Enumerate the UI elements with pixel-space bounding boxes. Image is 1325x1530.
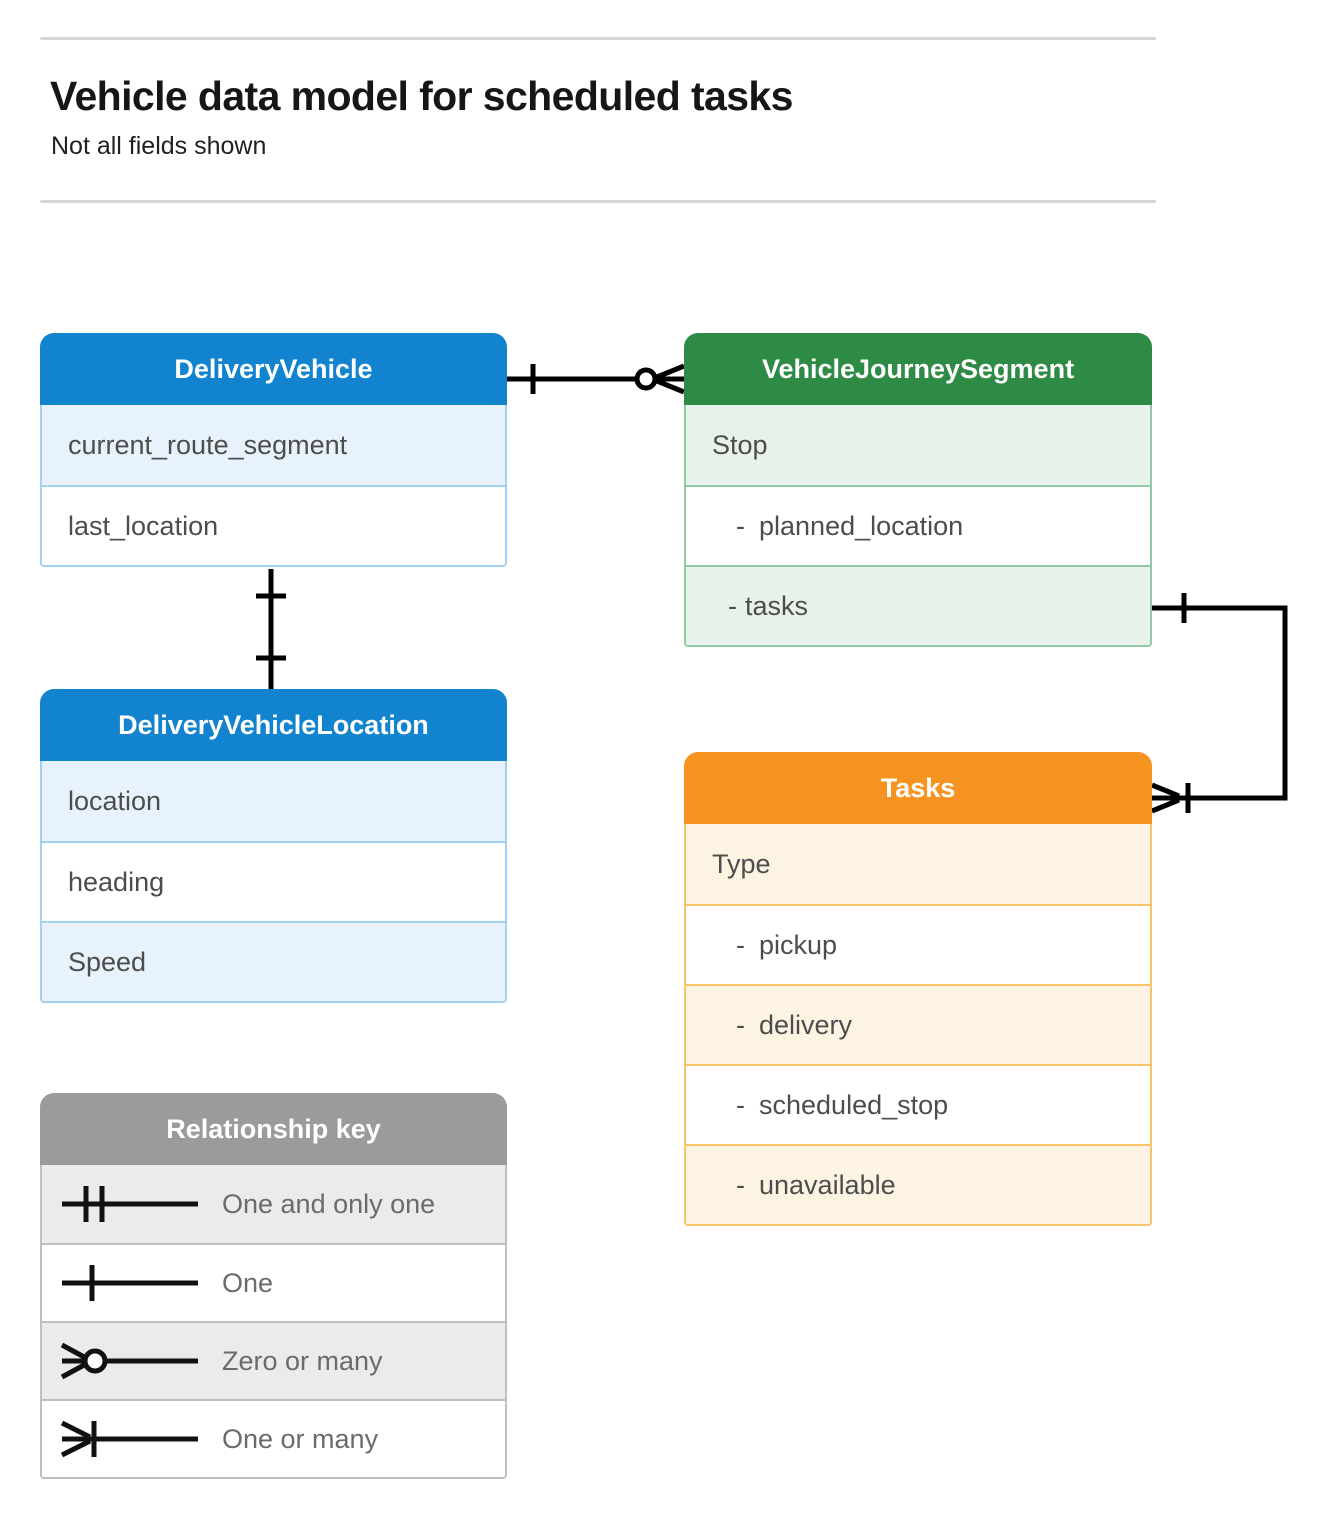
entity-field-row: Type <box>686 824 1150 904</box>
entity-field-label: heading <box>68 866 165 897</box>
legend-item-one-and-only-one: One and only one <box>42 1165 505 1243</box>
entity-field-row: heading <box>42 841 505 921</box>
relationship-key-legend: Relationship key One and only one <box>40 1093 507 1479</box>
entity-field-row: - planned_location <box>686 485 1150 565</box>
entity-field-row: - unavailable <box>686 1144 1150 1224</box>
entity-field-label: planned_location <box>759 510 964 541</box>
entity-field-label: Type <box>712 848 771 879</box>
bullet-dash: - <box>728 590 737 621</box>
entity-field-row: current_route_segment <box>42 405 505 485</box>
bullet-dash: - <box>736 510 745 541</box>
one-icon <box>62 1265 198 1301</box>
legend-item-label: One <box>222 1267 274 1298</box>
entity-title: DeliveryVehicleLocation <box>40 689 507 761</box>
connector-journeysegment-tasks <box>1152 605 1288 801</box>
entity-delivery-vehicle-location[interactable]: DeliveryVehicleLocation location heading… <box>40 689 507 1003</box>
entity-field-label: Speed <box>68 946 147 977</box>
entity-field-label: delivery <box>759 1009 853 1040</box>
page-title: Vehicle data model for scheduled tasks <box>50 73 793 119</box>
legend-item-label: One and only one <box>222 1188 436 1219</box>
one-and-only-one-icon <box>62 1186 198 1222</box>
entity-field-row: - scheduled_stop <box>686 1064 1150 1144</box>
entity-field-row: - delivery <box>686 984 1150 1064</box>
entity-field-label: unavailable <box>759 1169 896 1200</box>
entity-field-label: pickup <box>759 929 838 960</box>
entity-field-row: - tasks <box>686 565 1150 645</box>
entity-field-label: Stop <box>712 429 768 460</box>
bullet-dash: - <box>736 929 745 960</box>
zero-or-many-icon <box>60 1342 198 1380</box>
page-subtitle: Not all fields shown <box>51 132 267 160</box>
entity-tasks[interactable]: Tasks Type - pickup - delivery - schedul… <box>684 752 1152 1226</box>
entity-field-row: last_location <box>42 485 505 565</box>
entity-title: DeliveryVehicle <box>40 333 507 405</box>
legend-item-label: Zero or many <box>222 1345 383 1376</box>
entity-delivery-vehicle[interactable]: DeliveryVehicle current_route_segment la… <box>40 333 507 567</box>
marker-zero-circle <box>634 367 658 391</box>
legend-item-zero-or-many: Zero or many <box>42 1321 505 1399</box>
entity-vehicle-journey-segment[interactable]: VehicleJourneySegment Stop - planned_loc… <box>684 333 1152 647</box>
legend-item-one-or-many: One or many <box>42 1399 505 1477</box>
entity-field-label: last_location <box>68 510 219 541</box>
entity-field-row: Stop <box>686 405 1150 485</box>
entity-field-label: location <box>68 785 162 816</box>
legend-item-label: One or many <box>222 1423 379 1454</box>
entity-field-row: - pickup <box>686 904 1150 984</box>
legend-title: Relationship key <box>40 1093 507 1165</box>
entity-field-label: tasks <box>745 590 809 621</box>
header-divider-bottom <box>40 200 1156 203</box>
bullet-dash: - <box>736 1089 745 1120</box>
one-or-many-icon <box>60 1420 198 1458</box>
entity-field-label: current_route_segment <box>68 429 348 460</box>
entity-field-label: scheduled_stop <box>759 1089 949 1120</box>
header-divider-top <box>40 37 1156 40</box>
bullet-dash: - <box>736 1169 745 1200</box>
entity-field-row: Speed <box>42 921 505 1001</box>
entity-title: VehicleJourneySegment <box>684 333 1152 405</box>
entity-field-row: location <box>42 761 505 841</box>
bullet-dash: - <box>736 1009 745 1040</box>
entity-title: Tasks <box>684 752 1152 824</box>
legend-item-one: One <box>42 1243 505 1321</box>
